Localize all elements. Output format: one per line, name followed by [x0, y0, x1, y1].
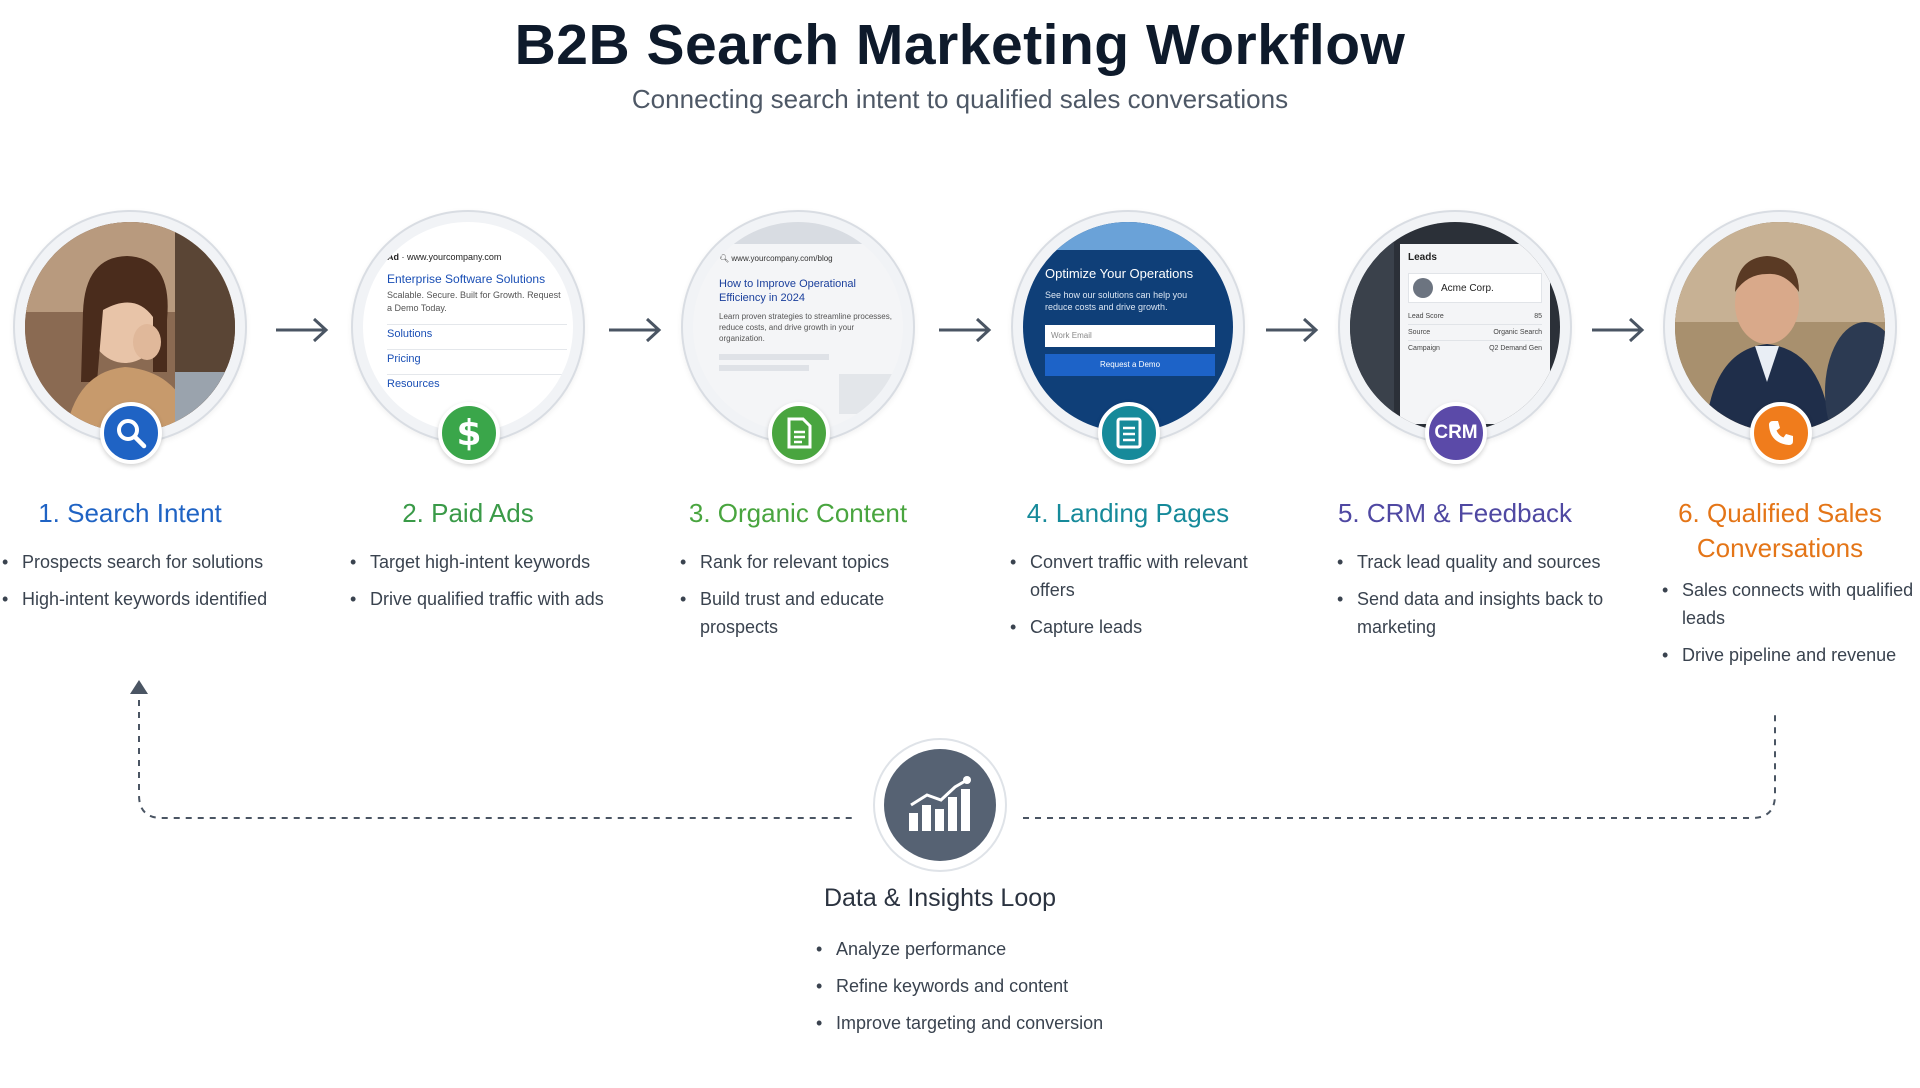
bullet-item: Prospects search for solutions	[0, 548, 280, 576]
step-image-circle: Leads Acme Corp. Lead Score 85 Source Or…	[1338, 210, 1572, 444]
bullet-item: High-intent keywords identified	[0, 585, 280, 613]
ad-sitelink[interactable]: Solutions	[387, 324, 567, 343]
crm-panel-title: Leads	[1408, 252, 1437, 263]
blog-article-mock: 🔍︎ www.yourcompany.com/blog How to Impro…	[693, 222, 903, 432]
step-title: 4. Landing Pages	[1026, 498, 1230, 528]
ad-sitelink[interactable]: Resources	[387, 374, 567, 393]
bullet-item: Rank for relevant topics	[678, 548, 958, 576]
arrow-right-icon	[1266, 317, 1319, 343]
document-icon	[768, 402, 830, 464]
bullet-item: Drive qualified traffic with ads	[348, 585, 628, 613]
landing-page-mock: Optimize Your Operations See how our sol…	[1023, 222, 1233, 432]
step-bullets: Sales connects with qualified leads Driv…	[1660, 576, 1920, 678]
crm-field-value: Organic Search	[1493, 329, 1542, 336]
crm-field-label: Lead Score	[1408, 313, 1444, 320]
step-title: 1. Search Intent	[38, 498, 222, 528]
crm-field-label: Campaign	[1408, 345, 1440, 352]
data-insights-loop-circle	[873, 738, 1007, 872]
bullet-item: Send data and insights back to marketing	[1335, 585, 1615, 641]
bullet-item: Target high-intent keywords	[348, 548, 628, 576]
step-image-circle	[1663, 210, 1897, 444]
bullet-item: Convert traffic with relevant offers	[1008, 548, 1288, 604]
crm-dashboard-mock: Leads Acme Corp. Lead Score 85 Source Or…	[1350, 222, 1560, 432]
blog-description: Learn proven strategies to streamline pr…	[719, 312, 892, 343]
blog-headline[interactable]: How to Improve Operational Efficiency in…	[719, 278, 856, 304]
bullet-item: Sales connects with qualified leads	[1660, 576, 1920, 632]
step-title: 3. Organic Content	[688, 498, 908, 528]
ad-url: www.yourcompany.com	[407, 252, 502, 262]
bar-chart-icon	[884, 749, 996, 861]
bullet-item: Capture leads	[1008, 613, 1288, 641]
ad-label: Ad	[387, 252, 399, 262]
step-title: 6. Qualified Sales Conversations	[1678, 498, 1882, 563]
ad-description: Scalable. Secure. Built for Growth. Requ…	[387, 290, 561, 313]
email-field[interactable]: Work Email	[1045, 325, 1215, 347]
arrow-right-icon	[276, 317, 329, 343]
phone-icon	[1750, 402, 1812, 464]
bullet-item: Build trust and educate prospects	[678, 585, 958, 641]
loop-title: Data & Insights Loop	[823, 884, 1057, 912]
loop-bullets: Analyze performance Refine keywords and …	[814, 935, 1174, 1046]
step-bullets: Track lead quality and sources Send data…	[1335, 548, 1615, 650]
ad-headline[interactable]: Enterprise Software Solutions	[387, 272, 546, 286]
crm-field-value: Q2 Demand Gen	[1489, 345, 1542, 352]
step-bullets: Prospects search for solutions High-inte…	[0, 548, 280, 622]
crm-field-value: 85	[1534, 313, 1542, 320]
page-title: B2B Search Marketing Workflow	[514, 13, 1406, 77]
step-title: 5. CRM & Feedback	[1337, 498, 1573, 528]
crm-field-label: Source	[1408, 329, 1431, 336]
bullet-item: Improve targeting and conversion	[814, 1009, 1174, 1037]
landing-headline: Optimize Your Operations	[1045, 266, 1194, 281]
search-icon	[100, 402, 162, 464]
search-ad-mock: Ad · www.yourcompany.com Enterprise Soft…	[363, 222, 573, 432]
step-image-circle	[13, 210, 247, 444]
arrow-up-icon	[130, 680, 148, 694]
page-subtitle: Connecting search intent to qualified sa…	[631, 84, 1289, 114]
step-bullets: Rank for relevant topics Build trust and…	[678, 548, 958, 650]
bullet-item: Track lead quality and sources	[1335, 548, 1615, 576]
landing-description: See how our solutions can help you reduc…	[1045, 290, 1188, 312]
crm-icon: CRM	[1425, 402, 1487, 464]
arrow-right-icon	[609, 317, 662, 343]
step-image-circle: Optimize Your Operations See how our sol…	[1011, 210, 1245, 444]
crm-company[interactable]: Acme Corp.	[1441, 282, 1494, 294]
step-title: 2. Paid Ads	[402, 498, 534, 528]
arrow-right-icon	[939, 317, 992, 343]
ad-sitelink[interactable]: Pricing	[387, 349, 567, 368]
request-demo-button[interactable]: Request a Demo	[1045, 354, 1215, 376]
bullet-item: Drive pipeline and revenue	[1660, 641, 1920, 669]
blog-url: www.yourcompany.com/blog	[731, 254, 833, 263]
dollar-icon: $	[438, 402, 500, 464]
step-bullets: Convert traffic with relevant offers Cap…	[1008, 548, 1288, 650]
bullet-item: Analyze performance	[814, 935, 1174, 963]
avatar	[1413, 278, 1433, 298]
arrow-right-icon	[1592, 317, 1645, 343]
salesperson-illustration	[1675, 222, 1885, 432]
form-icon	[1098, 402, 1160, 464]
step-bullets: Target high-intent keywords Drive qualif…	[348, 548, 628, 622]
bullet-item: Refine keywords and content	[814, 972, 1174, 1000]
